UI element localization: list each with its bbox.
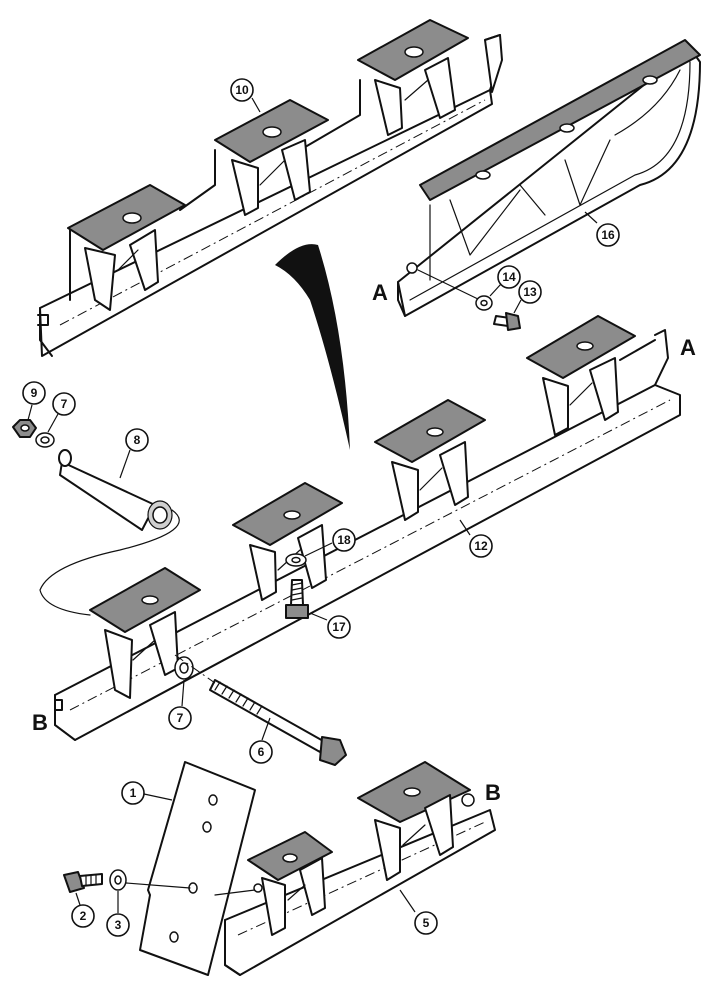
part-10-pad-3 xyxy=(357,19,469,136)
part-12-pad-4 xyxy=(526,315,636,436)
part-3-washer xyxy=(109,869,127,891)
letter-a-right: A xyxy=(680,335,696,360)
part-13-bolt xyxy=(493,312,521,331)
assembly-direction-arrow xyxy=(275,244,350,450)
callout-17: 17 xyxy=(332,620,346,634)
callout-5: 5 xyxy=(423,916,430,930)
letter-b-left: B xyxy=(32,710,48,735)
part-10-pad-2 xyxy=(214,99,329,216)
callout-7-upper: 7 xyxy=(61,397,68,411)
callout-8: 8 xyxy=(134,433,141,447)
part-7-washer-lower xyxy=(174,656,194,680)
part-6-bolt xyxy=(174,654,347,766)
part-7-washer-upper xyxy=(35,432,55,448)
part-10-rail-section xyxy=(37,19,503,357)
callout-14: 14 xyxy=(502,270,516,284)
part-2-bolt xyxy=(63,871,103,893)
callout-13: 13 xyxy=(523,285,537,299)
part-12-pad-3 xyxy=(374,399,486,521)
letter-b-right: B xyxy=(485,780,501,805)
part-1-plate xyxy=(139,761,256,976)
callout-6: 6 xyxy=(258,745,265,759)
part-9-nut xyxy=(12,419,37,438)
callout-9: 9 xyxy=(31,386,38,400)
callout-12: 12 xyxy=(474,539,488,553)
part-5-pad-2 xyxy=(357,761,475,881)
part-14-washer xyxy=(475,295,493,311)
connection-letters: A A B B xyxy=(32,280,696,805)
part-12-main-rail xyxy=(54,315,681,741)
part-5-pad-1 xyxy=(247,831,333,936)
callout-18: 18 xyxy=(337,533,351,547)
part-10-pad-1 xyxy=(67,184,186,311)
callouts: 10 16 14 13 9 7 8 12 18 17 7 6 1 xyxy=(22,78,620,937)
letter-a-left: A xyxy=(372,280,388,305)
part-5-lower-rail xyxy=(224,761,496,976)
callout-2: 2 xyxy=(80,909,87,923)
callout-16: 16 xyxy=(601,228,615,242)
part-12-pad-2 xyxy=(232,482,343,601)
part-17-bolt xyxy=(285,579,309,619)
callout-1: 1 xyxy=(130,786,137,800)
part-12-pad-1 xyxy=(89,567,201,699)
part-18-washer xyxy=(285,553,307,567)
callout-10: 10 xyxy=(235,83,249,97)
callout-7-lower: 7 xyxy=(177,711,184,725)
callout-3: 3 xyxy=(115,918,122,932)
part-8-pin xyxy=(39,449,180,616)
part-16-curved-rail xyxy=(397,39,701,317)
